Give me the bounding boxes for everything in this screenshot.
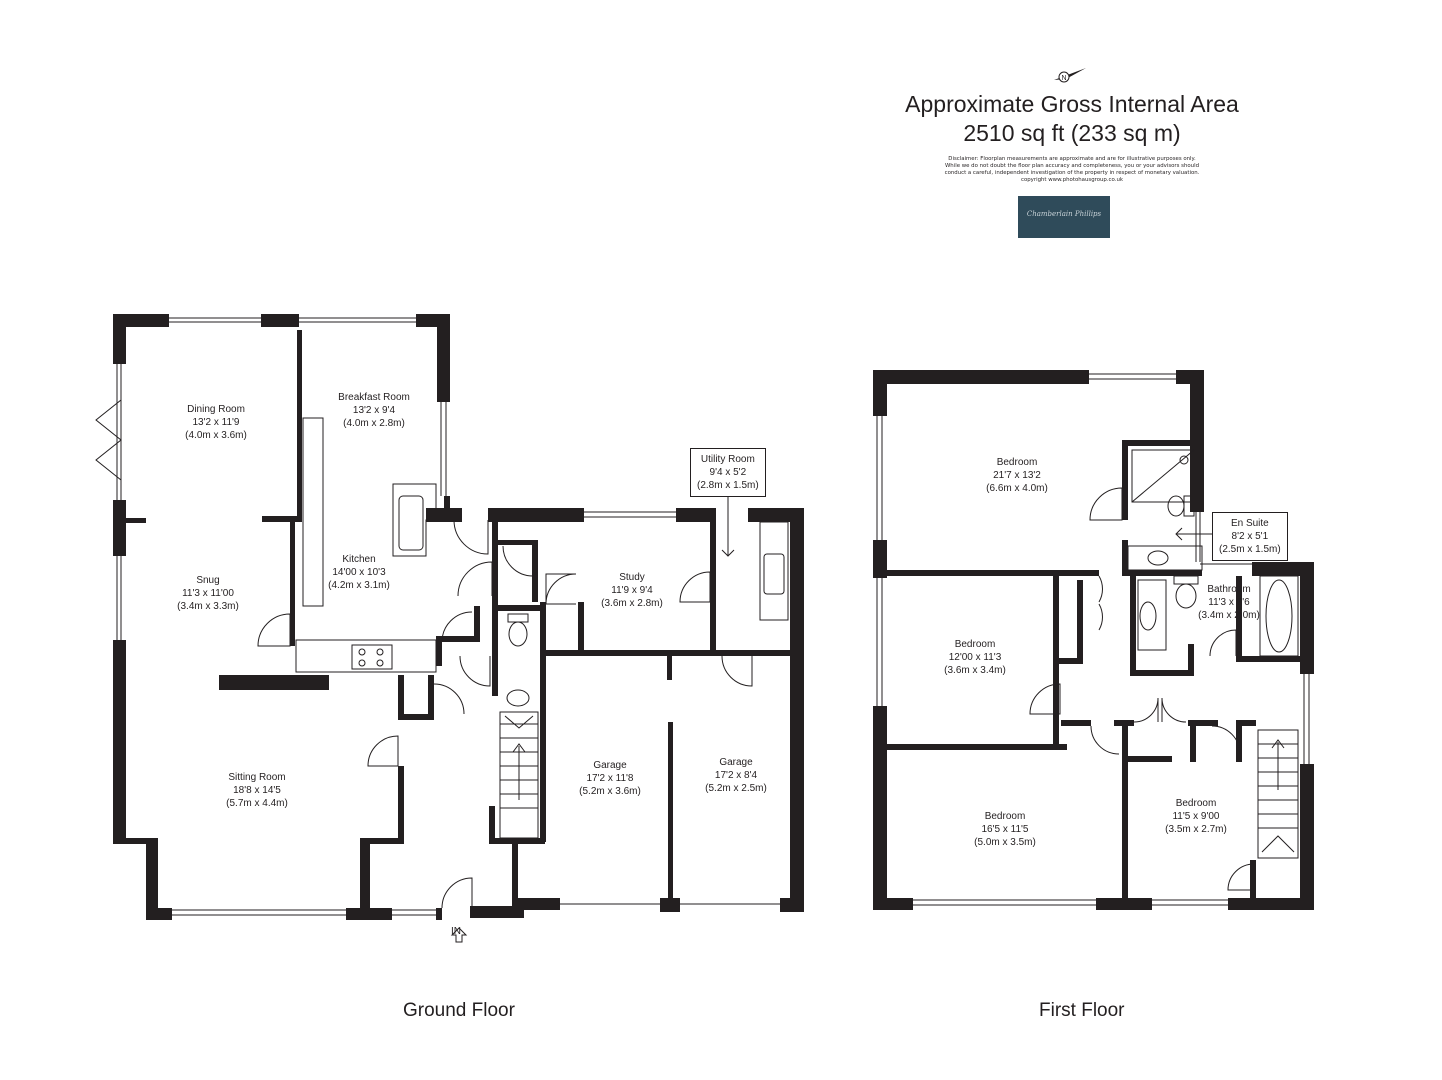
room-dims: 11'3 x 6'6 <box>1208 597 1250 608</box>
room-dims: 17'2 x 11'8 <box>586 773 634 784</box>
disclaimer-line: While we do not doubt the floor plan acc… <box>944 163 1200 169</box>
room-metric: (3.6m x 2.8m) <box>601 598 663 609</box>
room-name: Garage <box>719 757 753 768</box>
room-dims: 11'9 x 9'4 <box>611 585 653 596</box>
room-metric: (2.5m x 1.5m) <box>1219 544 1281 555</box>
entrance-label: IN <box>451 926 461 937</box>
room-dims: 8'2 x 5'1 <box>1231 531 1269 542</box>
room-name: Garage <box>593 760 627 771</box>
room-name: Kitchen <box>342 554 376 565</box>
room-name: Sitting Room <box>228 772 286 783</box>
first-floor-details <box>876 373 1310 906</box>
room-dims: 14'00 x 10'3 <box>332 567 386 578</box>
room-name: Bedroom <box>996 457 1038 468</box>
area-title: Approximate Gross Internal Area <box>905 91 1239 117</box>
room-metric: (3.4m x 3.3m) <box>177 601 239 612</box>
disclaimer: Disclaimer: Floorplan measurements are a… <box>900 156 1244 184</box>
logo-text: Chamberlain Phillips <box>1026 210 1102 218</box>
room-metric: (4.2m x 3.1m) <box>328 580 390 591</box>
room-metric: (5.0m x 3.5m) <box>974 837 1036 848</box>
room-metric: (4.0m x 2.8m) <box>343 418 405 429</box>
room-metric: (3.5m x 2.7m) <box>1165 824 1227 835</box>
agent-logo: Chamberlain Phillips <box>1018 196 1110 238</box>
room-label-garage-1: Garage 17'2 x 11'8 (5.2m x 3.6m) <box>579 759 641 798</box>
room-label-kitchen: Kitchen 14'00 x 10'3 (4.2m x 3.1m) <box>328 553 390 592</box>
room-name: En Suite <box>1230 518 1269 529</box>
room-name: Breakfast Room <box>338 392 410 403</box>
room-name: Utility Room <box>700 454 755 465</box>
room-label-dining: Dining Room 13'2 x 11'9 (4.0m x 3.6m) <box>185 403 247 442</box>
room-metric: (3.4m x 2.0m) <box>1198 610 1260 621</box>
disclaimer-line: copyright www.photohausgroup.co.uk <box>1021 177 1123 183</box>
room-label-garage-2: Garage 17'2 x 8'4 (5.2m x 2.5m) <box>705 756 767 795</box>
room-label-bedroom-4: Bedroom 11'5 x 9'00 (3.5m x 2.7m) <box>1165 797 1227 836</box>
area-header: Approximate Gross Internal Area 2510 sq … <box>872 90 1272 148</box>
ground-floor-details <box>95 317 789 943</box>
room-label-ensuite: En Suite 8'2 x 5'1 (2.5m x 1.5m) <box>1212 512 1288 561</box>
room-label-breakfast: Breakfast Room 13'2 x 9'4 (4.0m x 2.8m) <box>338 391 410 430</box>
room-label-sitting: Sitting Room 18'8 x 14'5 (5.7m x 4.4m) <box>226 771 288 810</box>
first-floor-walls <box>873 370 1314 910</box>
room-name: Bathroom <box>1207 584 1251 595</box>
room-label-bedroom-1: Bedroom 21'7 x 13'2 (6.6m x 4.0m) <box>986 456 1048 495</box>
area-value: 2510 sq ft (233 sq m) <box>963 120 1181 146</box>
room-name: Bedroom <box>954 639 996 650</box>
room-metric: (4.0m x 3.6m) <box>185 430 247 441</box>
room-name: Snug <box>196 575 220 586</box>
room-name: Dining Room <box>187 404 245 415</box>
compass-letter: N <box>1062 75 1067 82</box>
room-dims: 9'4 x 5'2 <box>709 467 747 478</box>
disclaimer-line: conduct a careful, independent investiga… <box>944 170 1200 176</box>
room-metric: (5.7m x 4.4m) <box>226 798 288 809</box>
room-dims: 18'8 x 14'5 <box>233 785 281 796</box>
ground-floor-label: Ground Floor <box>403 1000 515 1021</box>
compass-icon: N <box>1054 68 1086 83</box>
room-label-study: Study 11'9 x 9'4 (3.6m x 2.8m) <box>601 571 663 610</box>
disclaimer-line: Disclaimer: Floorplan measurements are a… <box>948 156 1196 162</box>
room-dims: 11'3 x 11'00 <box>182 588 234 599</box>
room-label-snug: Snug 11'3 x 11'00 (3.4m x 3.3m) <box>177 574 239 613</box>
room-dims: 13'2 x 9'4 <box>352 405 396 416</box>
room-dims: 21'7 x 13'2 <box>993 470 1041 481</box>
room-dims: 11'5 x 9'00 <box>1172 811 1220 822</box>
room-label-bathroom: Bathroom 11'3 x 6'6 (3.4m x 2.0m) <box>1198 583 1260 622</box>
room-dims: 13'2 x 11'9 <box>192 417 240 428</box>
room-metric: (6.6m x 4.0m) <box>986 483 1048 494</box>
room-metric: (5.2m x 3.6m) <box>579 786 641 797</box>
room-dims: 16'5 x 11'5 <box>981 824 1029 835</box>
room-dims: 12'00 x 11'3 <box>948 652 1002 663</box>
room-label-bedroom-2: Bedroom 12'00 x 11'3 (3.6m x 3.4m) <box>944 638 1006 677</box>
ground-floor-walls <box>113 314 804 920</box>
room-label-bedroom-3: Bedroom 16'5 x 11'5 (5.0m x 3.5m) <box>974 810 1036 849</box>
room-label-utility: Utility Room 9'4 x 5'2 (2.8m x 1.5m) <box>690 448 766 497</box>
room-metric: (2.8m x 1.5m) <box>697 480 759 491</box>
room-name: Bedroom <box>1175 798 1217 809</box>
first-floor-label: First Floor <box>1039 1000 1125 1021</box>
room-name: Study <box>619 572 645 583</box>
room-dims: 17'2 x 8'4 <box>714 770 758 781</box>
room-metric: (3.6m x 3.4m) <box>944 665 1006 676</box>
room-name: Bedroom <box>984 811 1026 822</box>
room-metric: (5.2m x 2.5m) <box>705 783 767 794</box>
